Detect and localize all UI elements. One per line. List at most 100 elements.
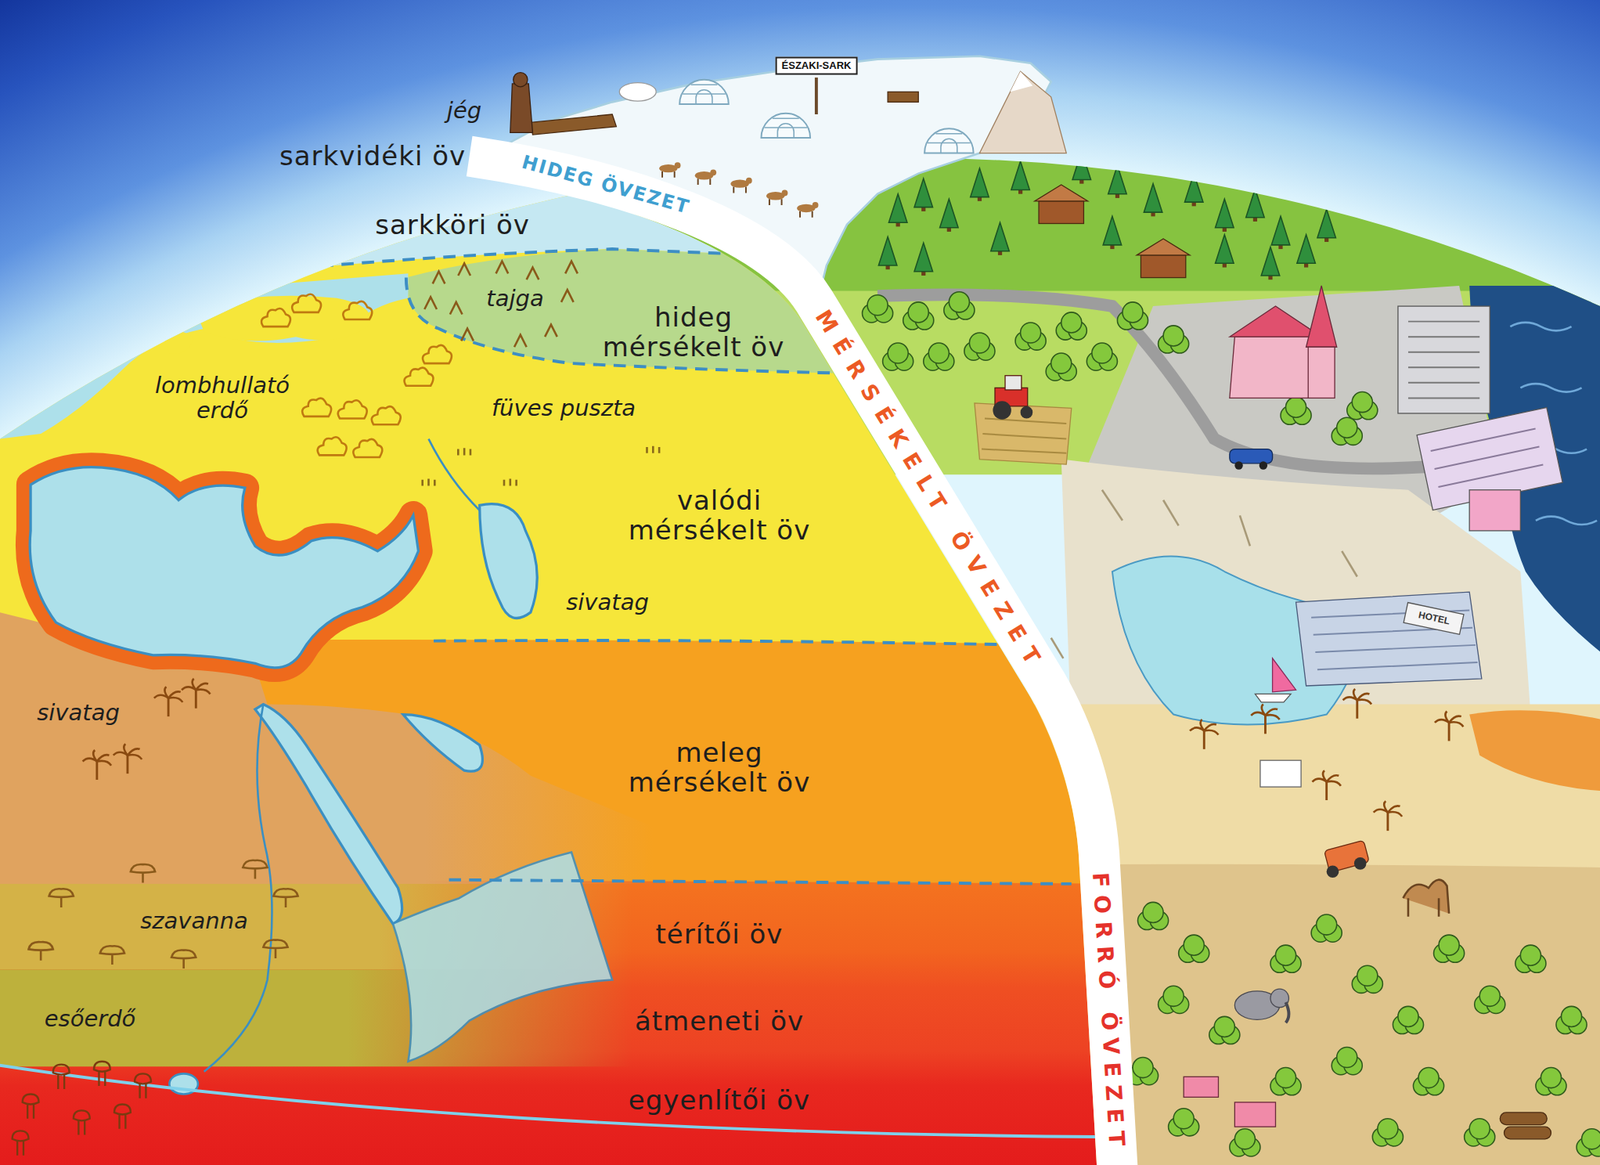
landscape-illustration-part [1117,302,1148,330]
vegetation-label: sivatag [565,589,649,615]
landscape-illustration-part [944,291,975,320]
zone-map-part [526,267,540,281]
belt-label: sarkvidéki öv [279,140,466,171]
zone-map-part [433,640,1031,646]
zone-map-part [130,864,155,883]
landscape-illustration-part [1271,216,1290,249]
zone-map-part [428,439,480,511]
zone-map-part [392,852,613,1062]
zone-map-part [457,263,471,276]
tractor-part [1020,406,1034,419]
buildings [1398,306,1563,531]
zone-map-part [73,1109,91,1135]
vegetation-label: sivatag [36,699,120,725]
landscape-illustration-part [914,242,933,276]
landscape-illustration-part [1373,800,1403,831]
landscape-illustration-part [1055,312,1087,340]
belt-label: egyenlítői öv [628,1084,811,1115]
landscape-illustration-part [1178,934,1210,963]
arctic-ice-part [695,169,717,185]
zone-map-part [22,1093,40,1118]
landscape-illustration-part [1351,965,1383,993]
landscape-illustration-part [1270,944,1301,973]
zone-map-part [432,271,446,285]
hotel [1296,591,1482,686]
zone-map-part [171,950,196,970]
landscape-illustration-part [1246,188,1265,222]
belt-label: valódi mérsékelt öv [613,485,826,545]
zone-label: FORRÓ ÖVEZET [1087,864,1130,1155]
landscape-illustration-part [1311,914,1342,942]
arctic-ice-part [659,162,681,178]
zone-map-part [181,678,211,709]
arctic-ice-part [796,201,819,218]
tractor-part [992,400,1011,419]
landscape-illustration-part [1372,1118,1403,1146]
landscape-illustration-part [914,178,933,212]
logs-part [1499,1112,1547,1125]
landscape-illustration-part [862,295,894,323]
landscape-illustration-part [1168,1108,1200,1136]
zone-map-part [371,406,401,425]
zone-map-part [0,0,1123,1165]
zone-map-part [561,289,574,303]
car [1229,449,1273,470]
zone-map-part [449,879,1072,884]
landscape-illustration-part [1102,216,1121,249]
zone-map-part [134,1073,152,1098]
zone-map-part [342,301,372,320]
landscape-illustration-part [1464,1118,1496,1146]
landscape-illustration-part [1189,719,1219,750]
church-part [1306,285,1337,347]
landscape-illustration-part [1280,396,1312,425]
landscape-illustration-part [990,222,1010,256]
landscape-illustration-part [1469,709,1600,791]
landscape-illustration-part [1576,1128,1600,1157]
zone-map-part [163,331,195,354]
landscape-illustration-part [1138,901,1169,930]
tractor-part [1005,375,1022,390]
zone-map-part [0,1064,1123,1138]
landscape-illustration-part [1261,246,1280,280]
landscape-illustration-part [1015,322,1046,350]
landscape-illustration-part [981,418,1067,453]
hotel-part [1403,602,1464,635]
zone-map-part [424,296,437,310]
elephant [1234,988,1289,1023]
sailboat [1254,658,1296,703]
belt-label: átmeneti öv [634,1005,804,1036]
church [1229,285,1337,398]
zone-map-part [263,939,288,959]
arctic-ice-part [766,189,788,206]
landscape-illustration-part [877,294,1460,469]
landscape-illustration-part [940,198,959,232]
landscape-illustration-part [1184,173,1203,207]
arctic-ice-part [924,128,974,153]
zone-map-part [29,467,419,668]
landscape-illustration-part [1215,234,1234,268]
arctic-ice-part [979,71,1067,153]
tractor [992,375,1033,420]
landscape-illustration-part [1515,944,1546,973]
zone-map-part [457,447,471,455]
zone-map-part [114,1103,131,1128]
zone-map-part [565,261,578,274]
vegetation-label: lombhullató erdő [140,372,305,424]
zone-label: MÉRSÉKELT ÖVEZET [804,296,1051,678]
zone-label: HIDEG ÖVEZET [518,151,692,219]
huts [1183,1076,1276,1127]
landscape-illustration-part [1034,184,1089,224]
landscape-illustration-part [1143,183,1162,217]
landscape-illustration-part [1402,879,1449,917]
landscape-illustration-part [1556,1005,1587,1034]
landscape-illustration-part [1434,934,1465,963]
buildings-part [1398,306,1490,414]
arctic-ice-part [730,177,752,194]
zone-map-part [93,1061,111,1086]
buildings-part [1408,321,1480,399]
logs [1499,1112,1551,1139]
landscape-illustration-part [1158,985,1190,1013]
zone-map-part [100,945,125,965]
arctic-ice-part [679,79,729,105]
